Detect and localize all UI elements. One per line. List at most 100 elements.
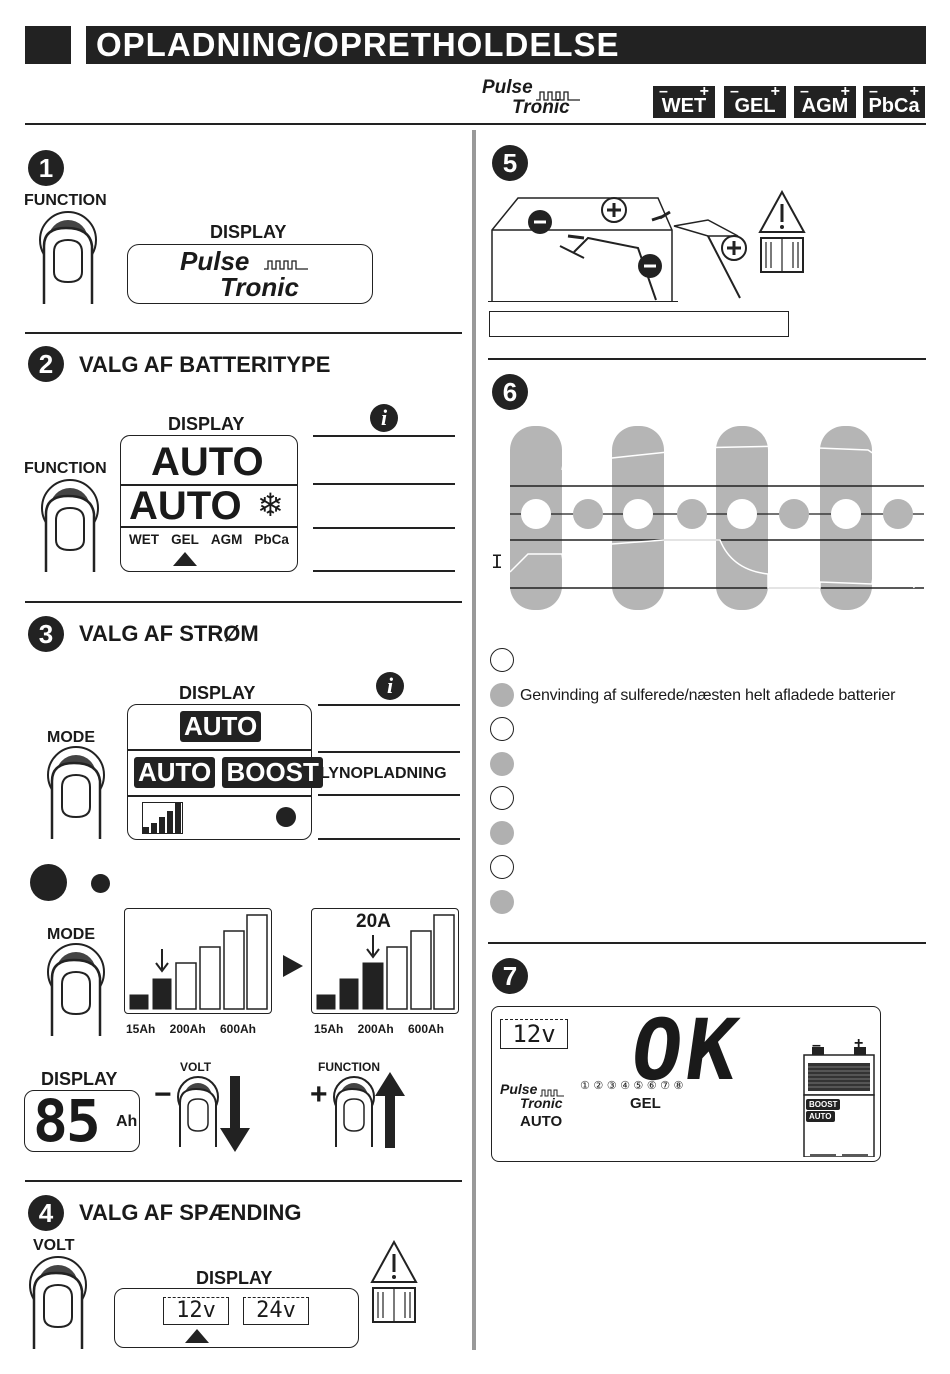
amp-label: 20A: [356, 911, 391, 932]
capacity-bars-display-selected: 20A: [311, 908, 459, 1014]
display-label: DISPLAY: [168, 414, 245, 434]
snowflake-icon: ❄: [257, 487, 284, 523]
section-divider: [25, 332, 462, 334]
pulse-tronic-logo: Pulse Tronic: [482, 77, 570, 118]
column-divider: [472, 130, 476, 1350]
status-display: 12v OK Pulse Tronic AUTO ① ② ③ ④ ⑤ ⑥ ⑦ ⑧…: [491, 1001, 881, 1162]
legend-marker: [490, 786, 514, 810]
note-line: [313, 570, 455, 572]
minus-sign: −: [154, 1078, 172, 1111]
display-label: DISPLAY: [41, 1069, 118, 1089]
display-label: DISPLAY: [210, 222, 287, 242]
legend-marker: [490, 683, 514, 707]
plus-sign: +: [310, 1078, 328, 1111]
pulse-wave-icon: [536, 91, 580, 101]
arrow-up-icon: [375, 1072, 405, 1148]
phase-indicators: ① ② ③ ④ ⑤ ⑥ ⑦ ⑧: [580, 1079, 684, 1092]
finger-press-icon[interactable]: [26, 1255, 96, 1349]
battery-type-gel: GEL: [724, 72, 786, 118]
selection-arrow-icon: [173, 552, 197, 566]
current-axis-label: I: [491, 552, 504, 575]
next-arrow-icon: [283, 955, 303, 977]
section-title: VALG AF BATTERITYPE: [79, 352, 331, 377]
info-icon: i: [370, 404, 398, 432]
boost-tag: BOOST: [222, 757, 323, 788]
legend-marker: [490, 717, 514, 741]
function-label: FUNCTION: [318, 1060, 380, 1074]
bar-label: 15Ah: [314, 1022, 344, 1036]
section-divider: [488, 942, 926, 944]
pulse-tronic-display: Pulse Tronic: [127, 244, 373, 304]
note-line: [318, 751, 460, 753]
step-5-badge: 5: [492, 145, 528, 181]
pulse-wave-icon: [264, 260, 308, 270]
finger-press-icon[interactable]: [36, 210, 106, 304]
volt-label: VOLT: [33, 1237, 75, 1254]
selection-arrow-icon: [185, 1329, 209, 1343]
header-marker: [25, 26, 71, 64]
signal-bars-icon: [142, 802, 183, 834]
mode-label: MODE: [47, 729, 95, 746]
display-label: DISPLAY: [196, 1268, 273, 1288]
legend-marker: [490, 855, 514, 879]
header-divider: [25, 123, 926, 125]
battery-icon: [803, 1047, 875, 1157]
battery-type-display: AUTO AUTO ❄ WET GEL AGM PbCa: [120, 435, 298, 572]
step-7-badge: 7: [492, 958, 528, 994]
bar-label: 15Ah: [126, 1022, 156, 1036]
section-divider: [488, 358, 926, 360]
info-icon: i: [376, 672, 404, 700]
ah-display: 85 Ah: [24, 1087, 140, 1155]
function-label: FUNCTION: [24, 192, 107, 209]
finger-press-icon[interactable]: [44, 745, 114, 839]
small-dot: [91, 874, 110, 893]
battery-type-agm: AGM: [794, 72, 856, 118]
function-label: FUNCTION: [24, 460, 107, 477]
blank-text-box: [489, 311, 789, 337]
capacity-bars-display: [124, 908, 272, 1014]
charge-phase-diagram: [509, 426, 924, 610]
step-6-badge: 6: [492, 374, 528, 410]
bar-label: 600Ah: [407, 1022, 444, 1036]
function-finger-icon[interactable]: [330, 1075, 380, 1147]
section-title: VALG AF SPÆNDING: [79, 1200, 302, 1225]
step-2-badge: 2: [28, 346, 64, 382]
pulse-wave-icon: [540, 1089, 564, 1097]
battery-type-wet: WET: [653, 72, 715, 118]
note-line: [318, 838, 460, 840]
large-dot: [30, 864, 67, 901]
section-title: VALG AF STRØM: [79, 621, 259, 646]
current-display: AUTO AUTO BOOST: [127, 704, 323, 840]
legend-marker: [490, 752, 514, 776]
boost-badge: BOOST: [806, 1099, 841, 1110]
indicator-dot: [276, 807, 296, 827]
section-divider: [25, 601, 462, 603]
step-3-badge: 3: [28, 616, 64, 652]
finger-press-icon[interactable]: [38, 478, 108, 572]
voltage-24-option: 24v: [243, 1297, 309, 1325]
auto-tag: AUTO: [180, 711, 262, 742]
battery-type-pbca: PbCa: [863, 72, 925, 118]
bar-label: 600Ah: [219, 1022, 256, 1036]
auto-tag: AUTO: [134, 757, 216, 788]
battery-clamps-illustration: [488, 197, 747, 302]
warning-manual-icon: [370, 1240, 418, 1323]
step-4-badge: 4: [28, 1195, 64, 1231]
voltage-indicator: 12v: [500, 1019, 568, 1049]
legend-marker: [490, 648, 514, 672]
note-line: [313, 483, 455, 485]
display-label: DISPLAY: [179, 683, 256, 703]
section-divider: [25, 1180, 462, 1182]
boost-note: LYNOPLADNING: [320, 765, 447, 782]
note-line: [313, 527, 455, 529]
note-line: [318, 704, 460, 706]
finger-press-icon[interactable]: [44, 942, 114, 1036]
page-title: OPLADNING/OPRETHOLDELSE: [86, 26, 926, 64]
volt-label: VOLT: [180, 1060, 212, 1074]
volt-finger-icon[interactable]: [174, 1075, 224, 1147]
voltage-12-option: 12v: [163, 1297, 229, 1325]
type-list: WET GEL AGM PbCa: [129, 532, 289, 547]
warning-manual-icon: [758, 190, 806, 273]
note-line: [318, 794, 460, 796]
auto-badge: AUTO: [806, 1111, 835, 1122]
